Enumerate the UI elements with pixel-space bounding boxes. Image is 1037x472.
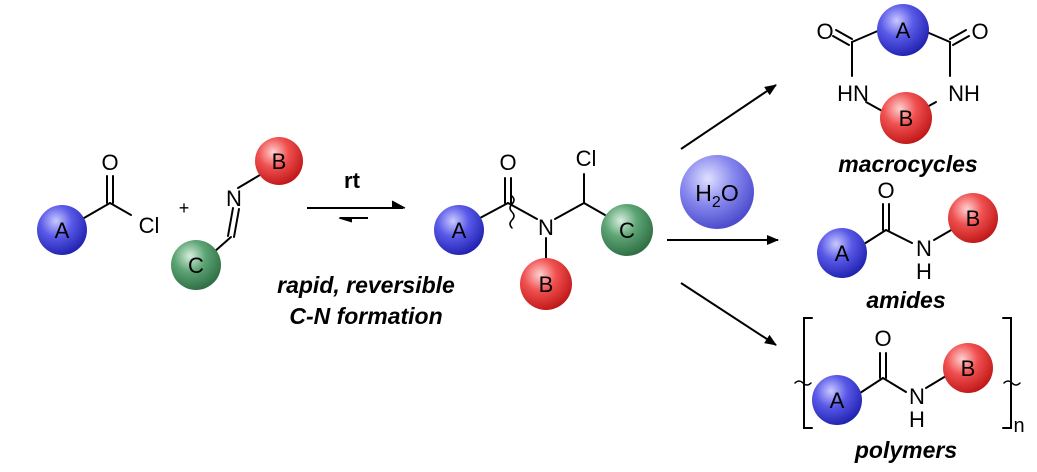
sphere-a-label: A [896,18,911,43]
arrow-to-macrocycles [680,84,777,150]
sphere-a-label: A [830,388,845,413]
sphere-b-label: B [899,106,914,131]
sphere-b [520,258,572,310]
sphere-b [948,193,998,243]
sphere-a-label: A [452,218,467,243]
amide-hydrogen-label: H [916,259,932,284]
label-amides: amides [866,287,945,313]
amide-nitrogen-label: N [909,384,925,409]
condition-rt: rt [344,168,361,193]
sphere-c-label: C [619,218,635,243]
amide-nitrogen-label: N [538,215,554,240]
label-macrocycles: macrocycles [838,151,977,177]
bracket-right [1002,317,1012,429]
sphere-c-label: C [188,253,204,278]
chlorine-label: Cl [139,213,160,238]
sphere-b [255,137,303,185]
oxygen-left-label: O [816,19,833,44]
carbonyl-oxygen-label: O [101,150,118,175]
sphere-a [812,375,862,425]
sphere-a [434,205,484,255]
water-sphere [680,155,754,229]
sphere-b [943,343,993,393]
carbonyl-oxygen-label: O [499,150,516,175]
sphere-a-label: A [55,218,70,243]
oxygen-right-label: O [971,19,988,44]
sphere-a [817,228,867,278]
hn-label: HN [837,81,869,106]
label-polymers: polymers [854,437,957,463]
water-formula: H2O [695,180,738,211]
sphere-b-label: B [272,149,287,174]
sphere-b-label: B [966,206,981,231]
sphere-c [171,240,221,290]
carbonyl-oxygen-label: O [874,326,891,351]
sphere-c [601,204,653,256]
macrocycle-product: A B O O HN NH macrocycles [816,4,989,177]
bracket-left [803,317,813,429]
amide-nitrogen-label: N [916,236,932,261]
nh-label: NH [948,81,980,106]
imine: B N C [171,137,303,290]
arrow-to-polymers [680,282,777,346]
carbonyl-oxygen-label: O [877,178,894,203]
sphere-b-label: B [961,356,976,381]
chlorine-label: Cl [576,146,597,171]
sphere-b-label: B [539,272,554,297]
sphere-a [37,205,87,255]
amide-hydrogen-label: H [909,407,925,432]
sphere-b [880,92,932,144]
acid-chloride: A O Cl [37,150,159,255]
wavy-bond-left [794,380,812,386]
water-reagent: H2O [680,155,754,229]
amide-product: A B O N H amides [817,178,998,313]
intermediate: A O N Cl C B [434,146,653,310]
wavy-bond-right [1003,380,1021,386]
sphere-a-label: A [835,241,850,266]
imine-nitrogen-label: N [226,186,242,211]
repeat-index-n: n [1013,415,1024,437]
plus-sign: + [179,198,190,218]
equilibrium-arrow: rt [307,168,406,223]
polymer-product: A B O N H n polymers [794,317,1025,463]
condition-line-1: rapid, reversible [277,272,455,298]
product-arrows [667,84,779,346]
condition-line-2: C-N formation [289,303,442,329]
sphere-a [877,4,929,56]
